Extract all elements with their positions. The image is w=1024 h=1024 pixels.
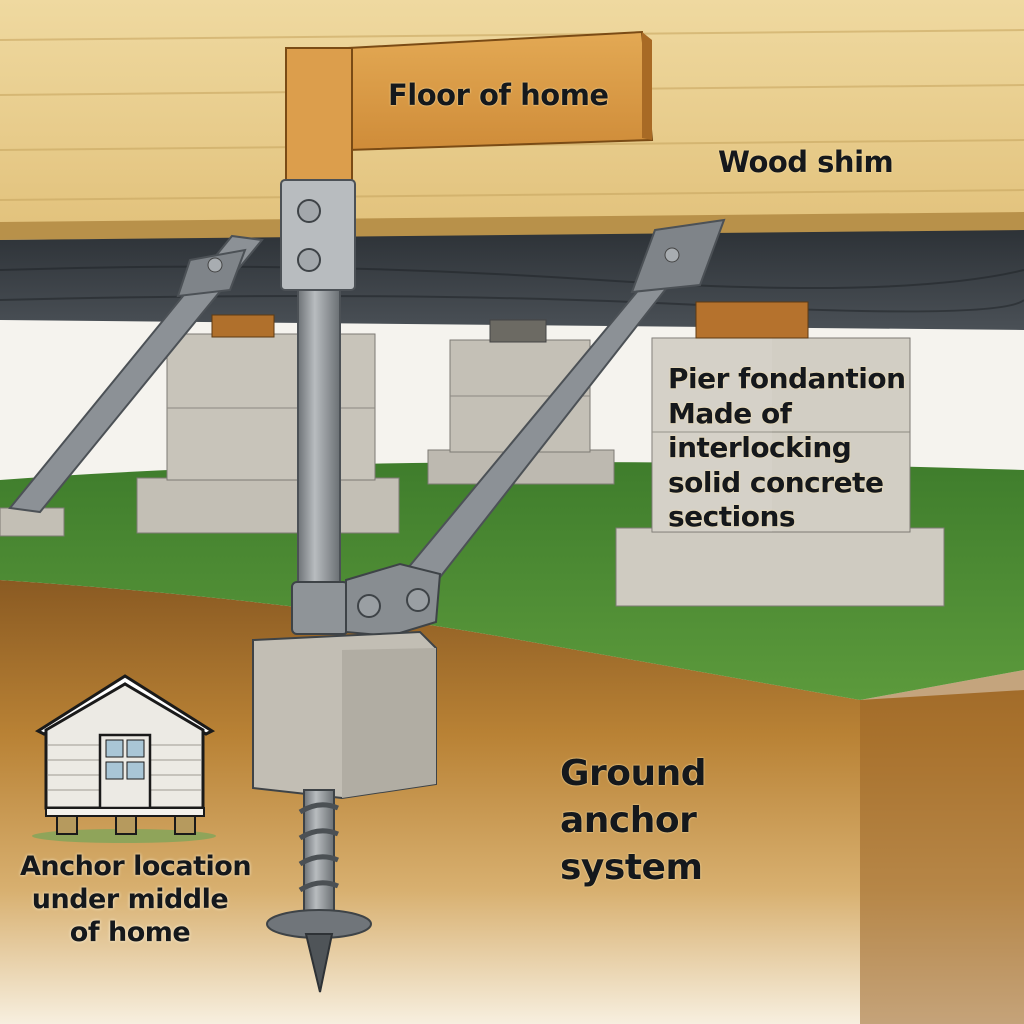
label-pier-foundation: Pier fondantion Made of interlocking sol… (668, 362, 938, 535)
label-line: Pier fondantion (668, 362, 906, 395)
pier-far-left (0, 507, 65, 537)
label-line: anchor (560, 800, 697, 841)
label-line: under middle (31, 884, 229, 915)
label-line: interlocking (668, 431, 852, 464)
label-wood-shim: Wood shim (718, 145, 894, 179)
soil-right-face (860, 670, 1024, 1024)
bracket-plate (280, 179, 356, 291)
strap-connector-clamp (291, 562, 442, 638)
strap-left (8, 234, 264, 514)
label-line: Anchor location (20, 851, 252, 882)
label-line: system (560, 847, 703, 888)
label-anchor-location: Anchor location under middle of home (20, 850, 252, 949)
label-line: of home (69, 917, 191, 948)
helical-screw-anchor (266, 789, 372, 993)
label-line: solid concrete (668, 465, 884, 499)
house-icon (32, 674, 216, 843)
house-pier (56, 815, 78, 835)
house-pier (115, 815, 137, 835)
pier-right-interlocking (615, 301, 945, 607)
label-line: sections (668, 500, 796, 533)
label-line: Ground (560, 753, 707, 794)
anchor-concrete-block (252, 630, 437, 800)
label-ground-anchor-system: Ground anchor system (560, 750, 707, 891)
label-floor-of-home: Floor of home (388, 78, 609, 112)
pier-left (136, 314, 400, 534)
floor-sign (285, 30, 654, 185)
floor-joist-beam (0, 230, 1024, 330)
anchor-rod (297, 289, 341, 591)
label-line: Made of (668, 396, 792, 430)
wood-shim-block (695, 301, 809, 339)
house-pier (174, 815, 196, 835)
strap-right (396, 218, 726, 592)
